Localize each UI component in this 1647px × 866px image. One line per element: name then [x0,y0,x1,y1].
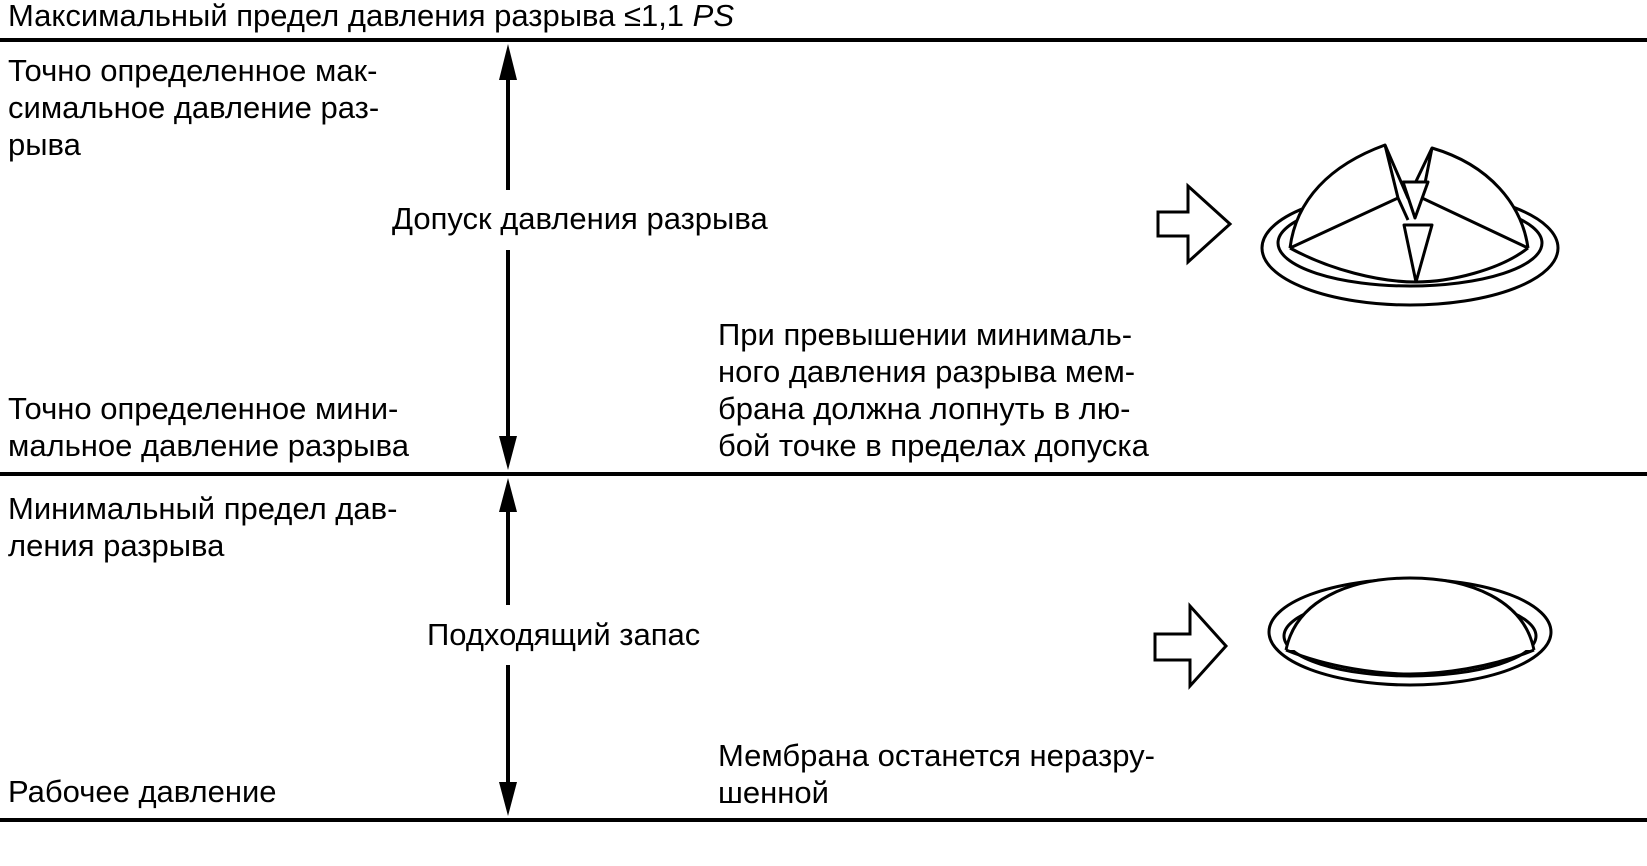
intact-note-line: шенной [718,775,829,810]
intact-note-line: Мембрана останется неразру- [718,738,1155,773]
ruptured-membrane-icon [1260,143,1560,307]
margin-arrow [499,478,517,816]
rupture-note-line: брана должна лопнуть в лю- [718,391,1131,426]
title-prefix: Максимальный предел давления разрыва ≤1,… [8,0,693,33]
min-burst-label-line: мальное давление разрыва [8,428,409,463]
max-burst-label-line: рыва [8,127,81,162]
rupture-note: При превышении минималь- ного давления р… [718,316,1149,464]
block-arrow-right-icon [1156,182,1233,266]
middle-divider [0,472,1647,476]
min-limit-label-line: ления разрыва [8,528,225,563]
rupture-note-line: бой точке в пределах допуска [718,428,1149,463]
min-limit-label: Минимальный предел дав- ления разрыва [8,490,397,564]
rupture-note-line: ного давления разрыва мем- [718,354,1136,389]
diagram-title: Максимальный предел давления разрыва ≤1,… [8,0,734,34]
bottom-divider [0,818,1647,822]
min-burst-label: Точно определенное мини- мальное давлени… [8,390,409,464]
top-divider [0,38,1647,42]
block-arrow-right-icon [1153,602,1229,690]
margin-label: Подходящий запас [427,617,701,652]
min-limit-label-line: Минимальный предел дав- [8,491,398,526]
min-burst-label-line: Точно определенное мини- [8,391,399,426]
intact-membrane-icon [1267,576,1553,687]
max-burst-label: Точно определенное мак- симальное давлен… [8,52,379,163]
max-burst-label-line: симальное давление раз- [8,90,380,125]
title-ps-symbol: PS [692,0,735,33]
working-pressure-label: Рабочее давление [8,774,277,809]
tolerance-arrow [499,44,517,470]
intact-note: Мембрана останется неразру- шенной [718,737,1155,811]
rupture-note-line: При превышении минималь- [718,317,1133,352]
max-burst-label-line: Точно определенное мак- [8,53,378,88]
tolerance-label: Допуск давления разрыва [392,201,768,236]
